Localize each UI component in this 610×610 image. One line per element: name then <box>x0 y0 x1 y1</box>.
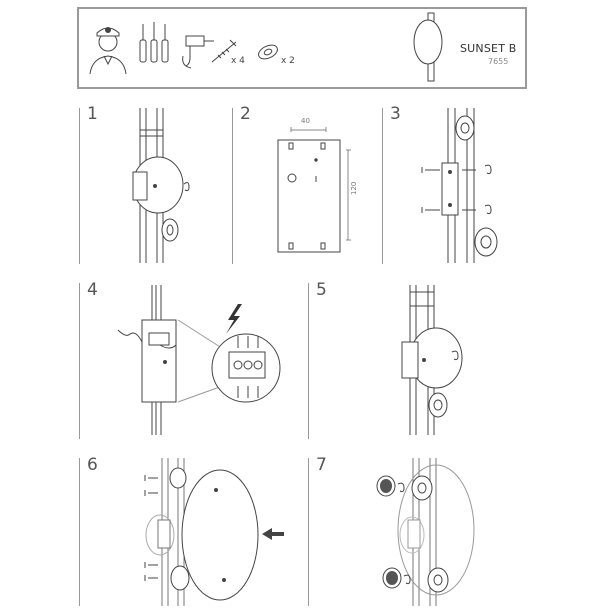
step-2-mounting-plate <box>277 127 351 253</box>
divider <box>79 108 80 264</box>
step-5-number: 5 <box>316 280 327 300</box>
arrow-left-icon <box>262 528 284 540</box>
step-3-illustration <box>421 108 498 263</box>
divider <box>232 108 233 264</box>
step-1-number: 1 <box>87 104 98 124</box>
divider <box>308 458 309 606</box>
installer-icon <box>89 27 127 75</box>
step-4-number: 4 <box>87 280 98 300</box>
drill-icon <box>182 35 214 69</box>
tools-header <box>77 7 527 89</box>
lamp-icon <box>413 12 443 82</box>
divider <box>382 108 383 264</box>
step-7-number: 7 <box>316 455 327 475</box>
step-6-illustration <box>144 458 259 606</box>
step-1-illustration <box>132 108 190 263</box>
wall-anchor-icon <box>258 44 278 60</box>
step-5-illustration <box>401 285 463 435</box>
divider <box>308 283 309 439</box>
screw-quantity: x 4 <box>231 56 245 66</box>
screwdriver-icon <box>139 22 169 63</box>
anchor-quantity: x 2 <box>281 56 295 66</box>
step-4-illustration <box>117 285 281 435</box>
step-2-number: 2 <box>240 104 251 124</box>
dimension-width: 40 <box>301 117 310 125</box>
step-7-illustration <box>376 458 475 606</box>
divider <box>79 283 80 439</box>
product-code: 7655 <box>488 57 509 66</box>
step-3-number: 3 <box>390 104 401 124</box>
screw-icon <box>211 39 237 63</box>
product-name: SUNSET B <box>460 42 517 55</box>
divider <box>79 458 80 606</box>
step-6-number: 6 <box>87 455 98 475</box>
electric-warning-icon <box>226 304 242 334</box>
